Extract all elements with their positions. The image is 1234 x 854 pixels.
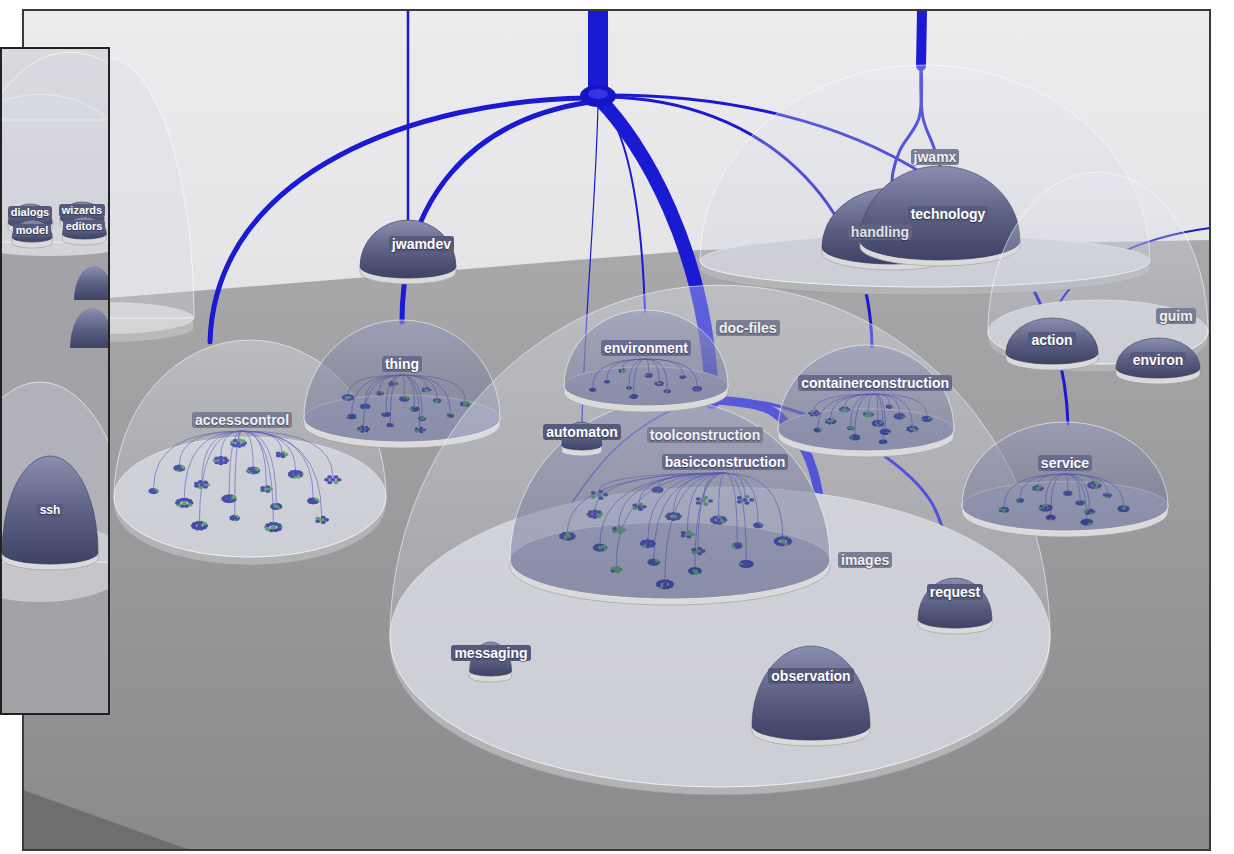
package-label: images bbox=[838, 552, 892, 568]
pipe bbox=[210, 98, 588, 342]
dome-cap bbox=[62, 217, 106, 239]
package-label: request bbox=[927, 584, 984, 600]
package-label: technology bbox=[908, 206, 989, 222]
dome-shape bbox=[962, 422, 1168, 537]
inset-dome bbox=[1, 52, 109, 242]
dome-cap bbox=[12, 220, 52, 242]
package-label: environ bbox=[1130, 352, 1187, 368]
package-dome: observation bbox=[752, 646, 870, 746]
pipe bbox=[407, 11, 410, 222]
package-label: toolconstruction bbox=[647, 427, 763, 443]
dome-shape bbox=[564, 310, 728, 412]
package-label: ssh bbox=[37, 504, 64, 518]
sky bbox=[23, 10, 1210, 850]
package-label: editors bbox=[63, 220, 106, 233]
package-label: wizards bbox=[59, 204, 105, 217]
package-label: automaton bbox=[543, 424, 621, 440]
trunk-pipe bbox=[588, 11, 608, 92]
package-dome: guim action environ bbox=[988, 172, 1208, 372]
package-dome: environ bbox=[1116, 338, 1200, 384]
package-dome: model bbox=[10, 220, 54, 248]
dome-cap bbox=[1116, 338, 1200, 378]
main-view bbox=[23, 10, 1210, 850]
package-label: environment bbox=[601, 340, 691, 356]
dome-cap bbox=[778, 345, 954, 451]
dome-cap bbox=[564, 310, 728, 406]
package-dome: jwamdev bbox=[360, 220, 456, 284]
dome-cap bbox=[1006, 318, 1098, 364]
package-label: basicconstruction bbox=[662, 454, 789, 470]
dome-cap bbox=[962, 422, 1168, 531]
dome-cap bbox=[2, 456, 98, 564]
pipe bbox=[402, 102, 590, 322]
package-label: dialogs bbox=[8, 206, 53, 219]
package-label: doc-files bbox=[716, 320, 780, 336]
package-dome: request bbox=[918, 578, 992, 634]
package-dome: containerconstruction bbox=[778, 345, 954, 457]
pipe-junction bbox=[580, 85, 616, 107]
package-label: guim bbox=[1156, 308, 1195, 324]
package-label: messaging bbox=[451, 645, 530, 661]
package-dome: automaton bbox=[540, 422, 624, 456]
inset-small-dome bbox=[70, 308, 109, 348]
package-label: action bbox=[1028, 332, 1075, 348]
package-dome: action bbox=[1006, 318, 1098, 370]
inset-view bbox=[1, 48, 109, 714]
package-label: model bbox=[13, 224, 51, 237]
package-label: jwamx bbox=[911, 149, 960, 165]
floor-shadow bbox=[23, 790, 190, 850]
package-dome: technology bbox=[860, 166, 1020, 266]
dome-cap bbox=[860, 166, 1020, 260]
dome-cap bbox=[752, 646, 870, 740]
dome-shape bbox=[752, 646, 870, 746]
package-label: service bbox=[1038, 455, 1092, 471]
view-frame bbox=[23, 10, 1210, 850]
dome-cap bbox=[390, 285, 1050, 787]
dome-cap bbox=[918, 578, 992, 628]
dome-cap bbox=[988, 172, 1208, 364]
package-dome: ssh bbox=[2, 456, 98, 570]
package-label: jwamdev bbox=[389, 236, 454, 252]
dome-cap bbox=[360, 220, 456, 278]
pipe-junction bbox=[588, 89, 608, 99]
inset-frame bbox=[1, 48, 109, 714]
package-dome: editors bbox=[60, 217, 109, 245]
package-dome: service bbox=[962, 422, 1168, 537]
package-dome: messaging bbox=[448, 642, 533, 682]
package-label: containerconstruction bbox=[798, 375, 952, 391]
package-dome: environment bbox=[564, 310, 728, 412]
inset-small-dome bbox=[74, 266, 109, 300]
package-label: accesscontrol bbox=[192, 412, 292, 428]
package-label: thing bbox=[382, 356, 422, 372]
dome-shape bbox=[778, 345, 954, 457]
floor-plane bbox=[23, 240, 1210, 850]
trunk-pipe bbox=[921, 11, 922, 66]
package-label: handling bbox=[848, 224, 912, 240]
package-label: observation bbox=[768, 668, 853, 684]
